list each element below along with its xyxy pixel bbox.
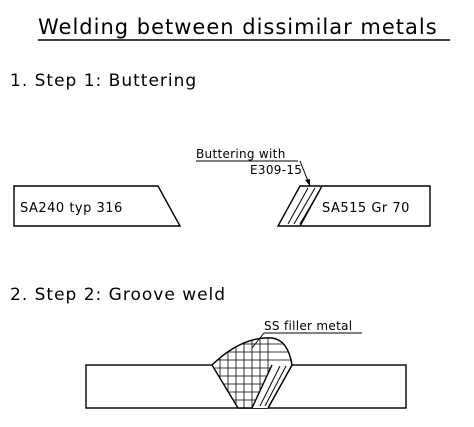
buttering-callout-line1: Buttering with: [196, 147, 286, 161]
buttering-callout-line2: E309-15: [250, 163, 302, 177]
filler-callout: SS filler metal: [264, 319, 352, 333]
filler-leader: [251, 332, 265, 349]
diagram-title: Welding between dissimilar metals: [38, 15, 438, 39]
left-plate: [13, 185, 182, 227]
buttering-band: [251, 364, 293, 409]
step1-heading: 1. Step 1: Buttering: [10, 71, 197, 91]
right-plate-label: SA515 Gr 70: [322, 201, 410, 216]
left-plate-label: SA240 typ 316: [20, 201, 123, 216]
right-plate: [276, 185, 431, 227]
step2-heading: 2. Step 2: Groove weld: [10, 285, 226, 305]
buttering-hatch: [287, 187, 321, 225]
buttering-arrowhead: [305, 179, 310, 186]
